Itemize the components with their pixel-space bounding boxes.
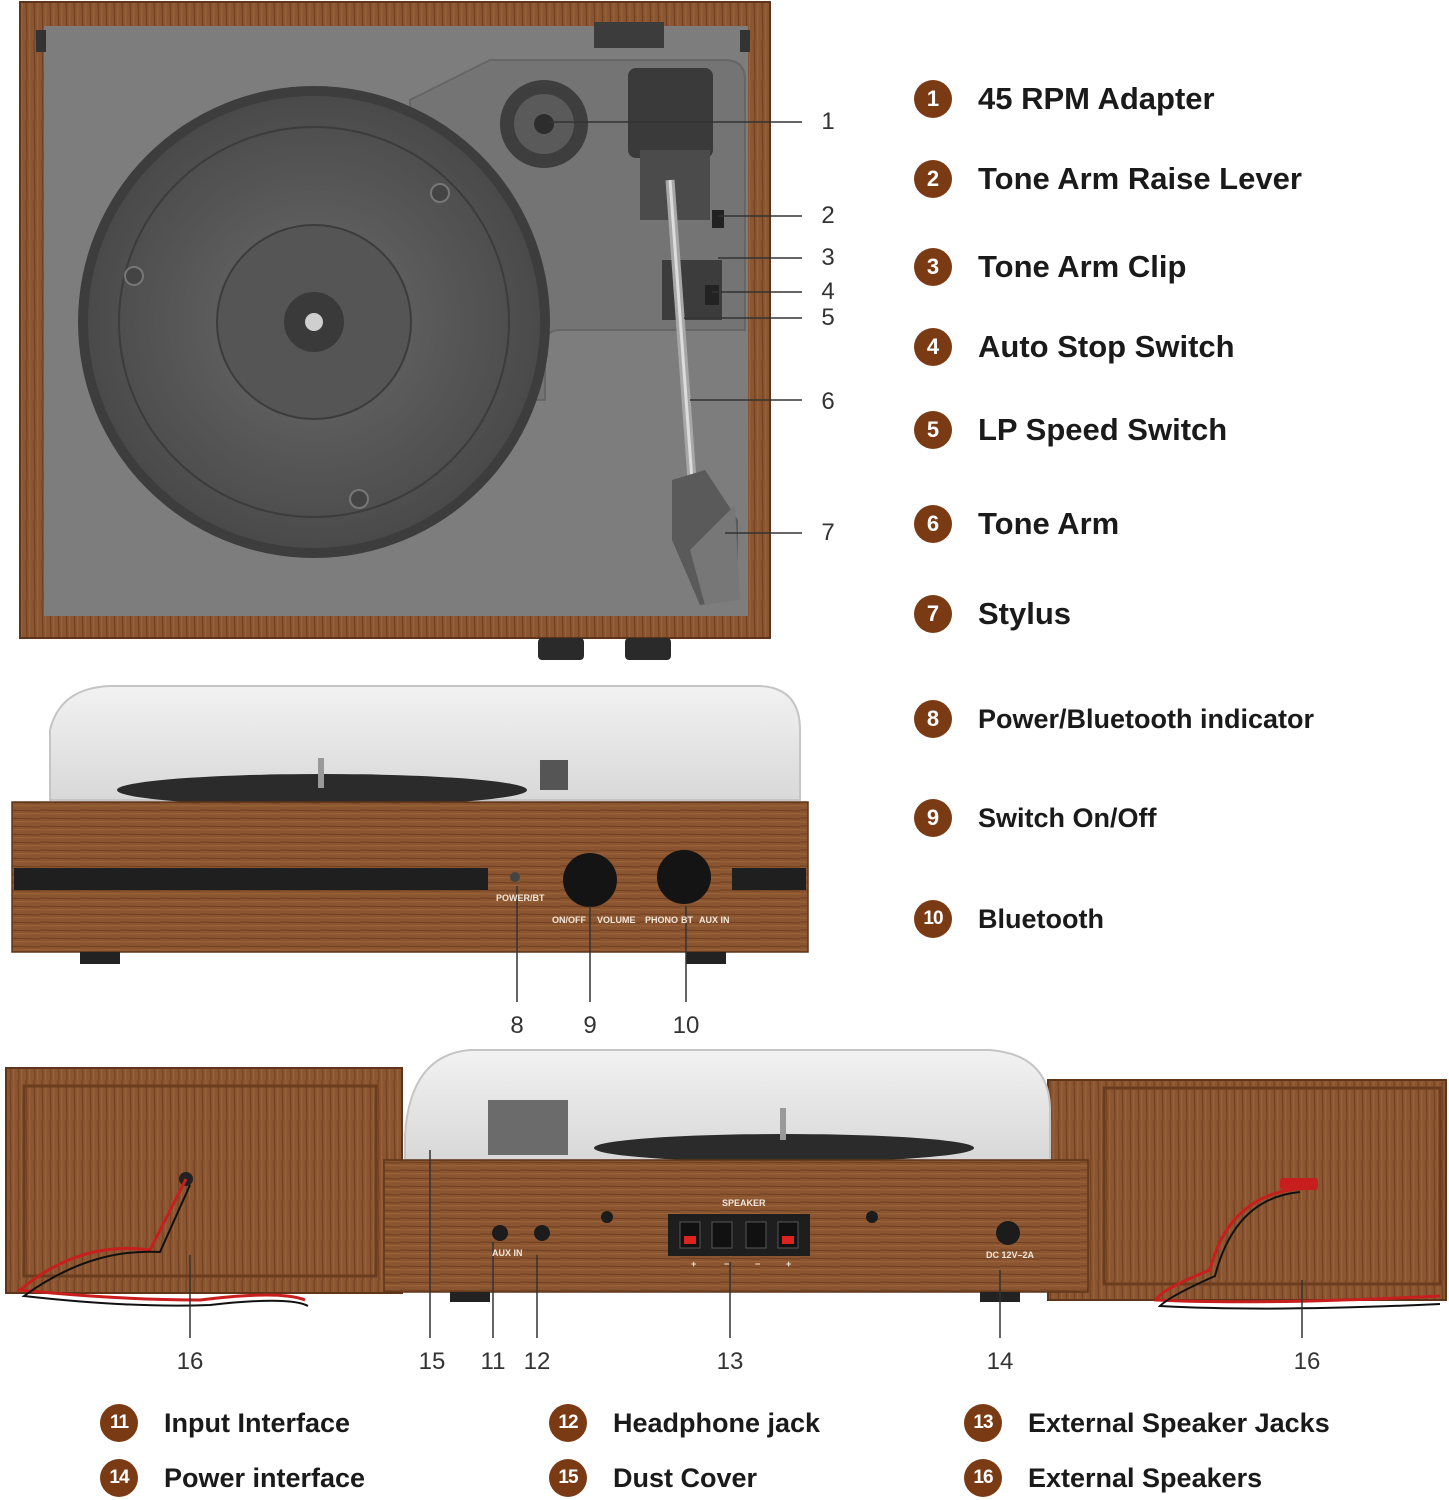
callout-9: 9 [583,1012,597,1039]
legend-item-12: 12 Headphone jack [549,1404,820,1442]
callout-6: 6 [821,388,835,415]
legend-label: Tone Arm Raise Lever [978,161,1302,196]
number-badge: 11 [100,1404,138,1442]
callout-16-left: 16 [176,1348,204,1375]
dc-label: DC 12V–2A [986,1250,1035,1260]
number-badge: 6 [914,505,952,543]
legend-item-7: 7 Stylus [914,595,1071,633]
legend-item-2: 2 Tone Arm Raise Lever [914,160,1302,198]
legend-label: Stylus [978,596,1072,631]
legend-label: Dust Cover [613,1462,758,1493]
number-badge: 2 [914,160,952,198]
aux-in-back-label: AUX IN [492,1248,523,1258]
speaker-plus-right: + [786,1259,792,1269]
legend-item-6: 6 Tone Arm [914,505,1119,543]
legend-label: Bluetooth [978,903,1104,934]
legend-item-1: 1 45 RPM Adapter [914,80,1215,118]
front-view [11,685,809,964]
number-badge: 15 [549,1459,587,1497]
callout-13: 13 [716,1348,744,1375]
callout-8: 8 [510,1012,524,1039]
number-badge: 14 [100,1459,138,1497]
legend-item-11: 11 Input Interface [100,1404,350,1442]
callout-4: 4 [821,278,835,305]
callout-11: 11 [480,1348,506,1375]
legend-label: Auto Stop Switch [978,329,1235,364]
legend-item-15: 15 Dust Cover [549,1459,757,1497]
number-badge: 12 [549,1404,587,1442]
number-badge: 1 [914,80,952,118]
aux-in-front-label: AUX IN [699,915,730,925]
number-badge: 8 [914,700,952,738]
callout-2: 2 [821,202,835,229]
number-badge: 16 [964,1459,1002,1497]
top-view [19,1,771,660]
number-badge: 4 [914,328,952,366]
legend-item-13: 13 External Speaker Jacks [964,1404,1330,1442]
number-badge: 13 [964,1404,1002,1442]
legend-item-5: 5 LP Speed Switch [914,411,1227,449]
callout-5: 5 [821,304,835,331]
volume-label: VOLUME [597,915,636,925]
back-view [5,1049,1447,1310]
callout-15: 15 [418,1348,446,1375]
legend-label: Switch On/Off [978,802,1157,833]
legend-item-14: 14 Power interface [100,1459,365,1497]
callout-7: 7 [821,519,835,546]
legend-item-4: 4 Auto Stop Switch [914,328,1235,366]
number-badge: 9 [914,799,952,837]
number-badge: 5 [914,411,952,449]
number-badge: 7 [914,595,952,633]
speaker-minus-right: − [755,1259,761,1269]
callout-3: 3 [821,244,835,271]
top-leader-lines [548,121,802,534]
back-leader-lines [189,1150,1303,1338]
legend-item-3: 3 Tone Arm Clip [914,248,1186,286]
number-badge: 3 [914,248,952,286]
legend-label: 45 RPM Adapter [978,81,1215,116]
callout-12: 12 [523,1348,551,1375]
legend-item-9: 9 Switch On/Off [914,799,1157,837]
legend-label: Tone Arm Clip [978,249,1187,284]
power-bt-label: POWER/BT [496,893,545,903]
legend-item-8: 8 Power/Bluetooth indicator [914,700,1314,738]
on-off-label: ON/OFF [552,915,586,925]
bt-label: BT [681,915,693,925]
legend-label: Input Interface [164,1407,351,1438]
legend-item-10: 10 Bluetooth [914,900,1104,938]
legend-label: LP Speed Switch [978,412,1228,447]
speaker-minus-left: − [724,1259,730,1269]
front-leader-lines [516,886,687,1002]
phono-label: PHONO [645,915,679,925]
callout-1: 1 [821,108,835,135]
legend-label: Power interface [164,1462,366,1493]
legend-label: External Speakers [1028,1462,1263,1493]
legend-label: Headphone jack [613,1407,821,1438]
legend-label: External Speaker Jacks [1028,1407,1330,1438]
legend-label: Tone Arm [978,506,1120,541]
legend-item-16: 16 External Speakers [964,1459,1262,1497]
callout-10: 10 [672,1012,700,1039]
number-badge: 10 [914,900,952,938]
callout-16-right: 16 [1293,1348,1321,1375]
callout-14: 14 [986,1348,1014,1375]
speaker-label: SPEAKER [722,1198,766,1208]
legend-label: Power/Bluetooth indicator [978,703,1315,734]
speaker-plus-left: + [691,1259,697,1269]
